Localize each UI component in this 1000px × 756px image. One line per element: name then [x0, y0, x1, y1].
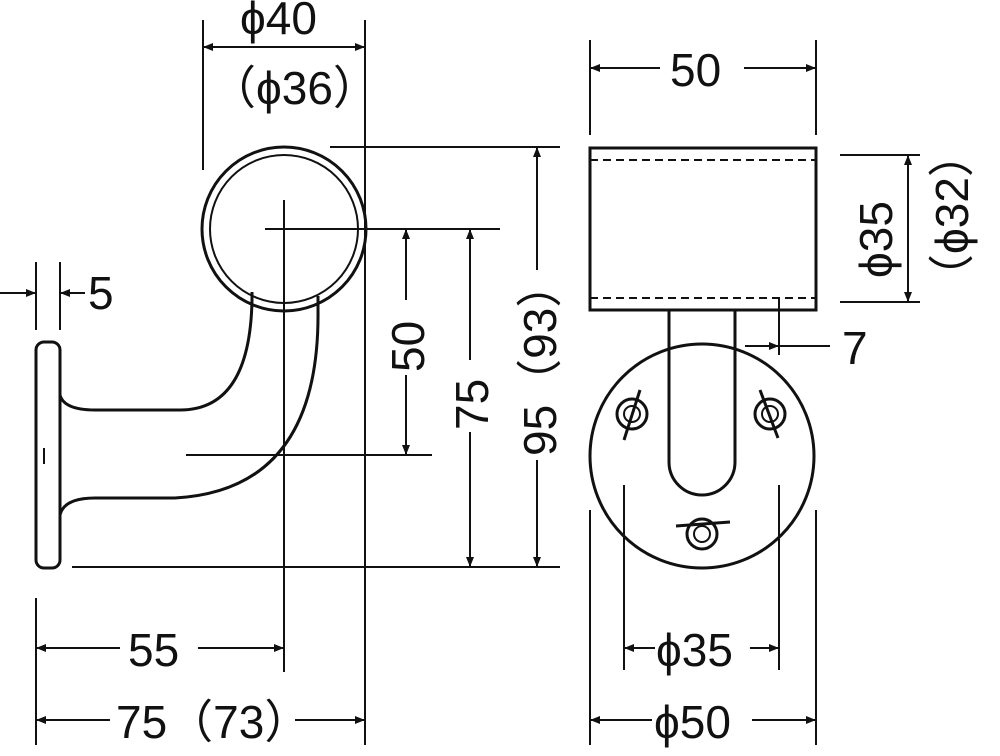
base-plate — [588, 342, 816, 570]
label-h75: 75 — [446, 379, 498, 430]
screw-right — [753, 389, 787, 439]
front-view — [588, 40, 920, 745]
label-right-dia-alt: （ϕ32） — [926, 131, 978, 300]
label-flange-thk: 5 — [88, 267, 114, 319]
label-right-width: 50 — [670, 44, 721, 96]
label-base-hole-dia: ϕ35 — [656, 624, 733, 676]
label-h50: 50 — [382, 321, 434, 372]
label-top-dia: ϕ40 — [240, 0, 317, 44]
screw-left — [615, 389, 649, 441]
label-right-dia: ϕ35 — [850, 201, 902, 278]
label-h95: 95（93） — [514, 262, 566, 456]
arm-outline — [58, 292, 320, 516]
label-w55: 55 — [128, 624, 179, 676]
label-w75: 75（73） — [116, 696, 310, 748]
stem — [667, 310, 737, 497]
label-top-dia-alt: （ϕ36） — [210, 62, 379, 114]
side-view — [0, 20, 560, 745]
label-base-dia: ϕ50 — [654, 696, 731, 748]
saddle — [588, 146, 818, 312]
label-stem-7: 7 — [842, 322, 868, 374]
wall-flange — [34, 340, 62, 570]
screw-bottom — [675, 517, 731, 551]
